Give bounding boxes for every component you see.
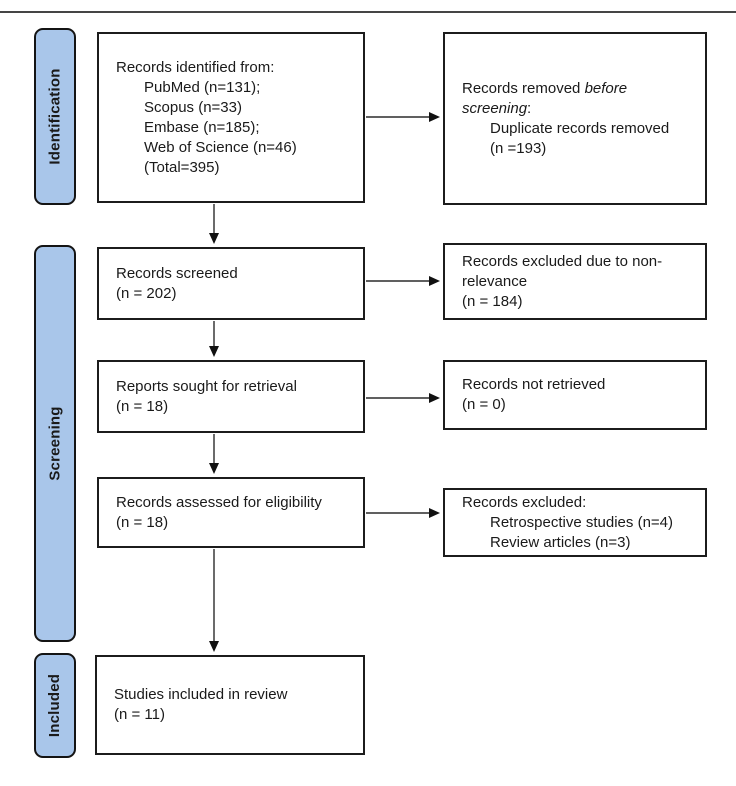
stage-label-text: Included [46, 673, 64, 738]
box-text-line: (n = 11) [114, 706, 165, 723]
box-text-line: (n =193) [490, 139, 547, 157]
box-text-line: Reports sought for retrieval [116, 377, 297, 395]
box-text-line: Records not retrieved [462, 376, 606, 393]
box-text-line: Retrospective studies (n=4) [490, 513, 674, 531]
box-text-line: (n = 202) [116, 284, 177, 302]
box-text-line: Records removed before [462, 79, 628, 97]
stage-label-identification: Identification [34, 28, 76, 205]
box-text-line: (n = 18) [116, 513, 169, 531]
box-text-line: Records excluded: [462, 493, 587, 511]
box-records-screened: Records screened (n = 202) [97, 247, 365, 320]
box-text-line: Records identified from: [116, 58, 275, 76]
stage-label-text: Identification [46, 68, 64, 165]
box-text-line: (n = 184) [462, 292, 523, 310]
box-text-line: Review articles (n=3) [490, 533, 631, 551]
box-records-excluded-eligibility: Records excluded: Retrospective studies (… [443, 488, 707, 557]
box-text-line: Records assessed for eligibility [116, 493, 322, 511]
box-text-line: Records screened [116, 264, 238, 282]
box-text-line: (Total=395) [144, 158, 220, 176]
box-text-line: Scopus (n=33) [144, 98, 242, 116]
top-rule-divider [0, 11, 736, 13]
stage-label-text: Screening [46, 406, 64, 481]
box-records-removed-before-screening: Records removed before screening: Duplicat… [443, 32, 707, 205]
box-records-identified: Records identified from: PubMed (n=131); S… [97, 32, 365, 203]
stage-label-included: Included [34, 653, 76, 758]
box-text-line: Records excluded due to non- [462, 252, 663, 270]
box-text-line: Embase (n=185); [144, 118, 260, 136]
box-text-line: relevance [462, 272, 528, 290]
stage-label-screening: Screening [34, 245, 76, 642]
box-text-line: (n = 18) [116, 397, 169, 415]
box-text-line: Web of Science (n=46) [144, 138, 297, 156]
box-records-not-retrieved: Records not retrieved (n = 0) [443, 360, 707, 430]
box-text-line: PubMed (n=131); [144, 78, 261, 96]
box-records-assessed-eligibility: Records assessed for eligibility (n = 18) [97, 477, 365, 548]
box-text-line: screening: [462, 99, 532, 117]
box-text-line: (n = 0) [462, 396, 506, 413]
box-text-line: Duplicate records removed [490, 119, 670, 137]
box-studies-included-review: Studies included in review (n = 11) [95, 655, 365, 755]
box-text-line: Studies included in review [114, 686, 288, 703]
box-reports-sought-retrieval: Reports sought for retrieval (n = 18) [97, 360, 365, 433]
box-records-excluded-nonrelevance: Records excluded due to non-relevance (n … [443, 243, 707, 320]
